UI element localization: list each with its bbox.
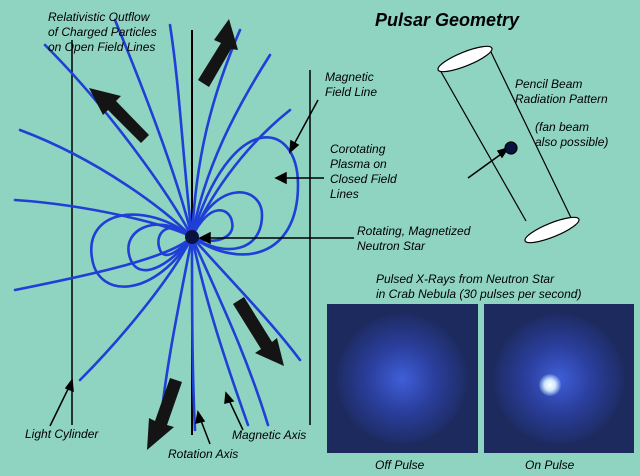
outflow-label: Relativistic Outflow of Charged Particle…: [48, 10, 157, 54]
field-line-label: Magnetic Field Line: [325, 70, 378, 99]
nebula-glow: [337, 314, 467, 444]
open-field-line: [190, 235, 302, 362]
neutron-star-pointer-head: [198, 231, 211, 245]
outflow-arrow-down-left: [147, 378, 182, 450]
beam-edge: [439, 69, 527, 222]
magnetic-axis-label: Magnetic Axis: [232, 428, 307, 442]
outflow-arrows: [89, 19, 284, 450]
closed-field-loop: [90, 213, 194, 288]
beam-bottom-ellipse: [524, 216, 580, 244]
open-field-line: [168, 23, 194, 239]
beam-edge: [489, 49, 576, 227]
open-field-line: [190, 235, 270, 427]
magnetic-axis-pointer: [227, 397, 244, 431]
fan-beam-label: (fan beam also possible): [535, 120, 609, 149]
open-field-line: [190, 53, 272, 239]
plasma-label: Corotating Plasma on Closed Field Lines: [330, 142, 397, 201]
beam-pointer: [467, 151, 505, 179]
open-field-line: [13, 198, 194, 239]
magnetic-field-lines: [13, 18, 302, 432]
open-field-line: [18, 128, 194, 239]
open-field-line: [43, 43, 194, 239]
rotation-axis-label: Rotation Axis: [168, 447, 239, 461]
diagram-title: Pulsar Geometry: [375, 10, 520, 30]
open-field-line: [78, 235, 194, 382]
field-line-pointer-head: [289, 139, 300, 154]
off-pulse-label: Off Pulse: [375, 458, 425, 472]
open-field-line: [190, 235, 197, 432]
pencil-beam-label: Pencil Beam Radiation Pattern: [515, 77, 608, 106]
outflow-arrow-up-right: [198, 19, 238, 87]
rotation-axis-pointer-head: [195, 410, 206, 425]
xray-caption: Pulsed X-Rays from Neutron Star in Crab …: [376, 272, 582, 301]
closed-field-loop: [190, 191, 264, 251]
on-pulse-image: [484, 304, 634, 453]
neutron-star: [185, 230, 199, 244]
pencil-beam-diagram: [437, 45, 580, 244]
neutron-star-label: Rotating, Magnetized Neutron Star: [357, 224, 471, 253]
outflow-arrow-down-right: [233, 297, 284, 366]
pulsar-flash: [539, 374, 561, 396]
light-cylinder-pointer: [49, 384, 71, 427]
off-pulse-image: [327, 304, 478, 453]
field-line-pointer: [291, 99, 319, 149]
light-cylinder-label: Light Cylinder: [25, 427, 99, 441]
beam-top-ellipse: [437, 45, 493, 73]
magnetic-axis-pointer-head: [224, 391, 235, 404]
on-pulse-label: On Pulse: [525, 458, 575, 472]
open-field-line: [190, 235, 250, 427]
open-field-line: [190, 28, 242, 239]
closed-field-loop: [190, 136, 300, 256]
outflow-arrow-up-left: [89, 88, 149, 143]
light-cylinder-pointer-head: [64, 377, 74, 393]
open-field-line: [113, 18, 194, 239]
beam-neutron-star: [504, 141, 518, 155]
open-field-line: [13, 235, 194, 292]
closed-field-loop: [190, 209, 234, 243]
plasma-pointer-head: [274, 171, 287, 185]
open-field-line: [190, 108, 292, 239]
